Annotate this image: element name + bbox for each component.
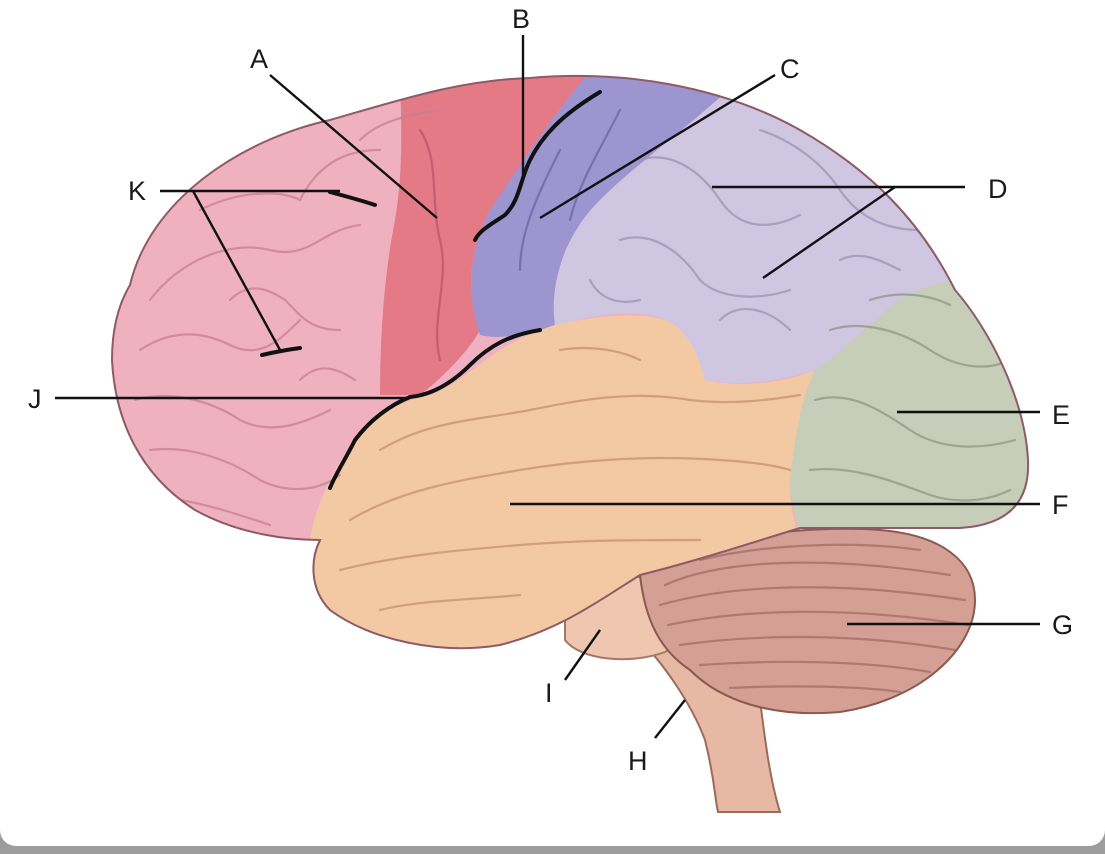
- leader-h: [654, 699, 686, 739]
- label-k: K: [128, 176, 146, 206]
- occipital-gyri: [808, 293, 1017, 502]
- leader-d2: [762, 186, 896, 279]
- cerebrum-outline: [110, 74, 1030, 650]
- label-i: I: [545, 678, 553, 708]
- leader-k2: [191, 190, 282, 351]
- leader-lines: [55, 35, 1040, 739]
- label-f: F: [1052, 490, 1069, 520]
- label-g: G: [1052, 610, 1073, 640]
- lateral-sulcus: [328, 328, 542, 490]
- leader-c: [539, 73, 776, 220]
- frontal-gyri: [133, 108, 442, 527]
- label-a: A: [250, 44, 268, 74]
- label-j: J: [28, 384, 42, 414]
- precentral-gyri: [418, 108, 622, 362]
- label-c: C: [780, 54, 800, 84]
- premotor-cortex: [380, 75, 640, 395]
- central-sulcus: [473, 90, 602, 242]
- cerebellum-folia: [658, 543, 970, 694]
- frontal-sulcus-inferior: [260, 346, 302, 357]
- temporal-gyri: [338, 346, 802, 612]
- label-d: D: [988, 174, 1008, 204]
- frontal-sulcus-superior: [328, 190, 377, 207]
- motor-cortex: [471, 75, 760, 337]
- label-e: E: [1052, 400, 1070, 430]
- parietal-gyri: [588, 128, 922, 332]
- leader-i: [564, 629, 601, 681]
- label-b: B: [512, 4, 530, 34]
- label-h: H: [628, 746, 648, 776]
- leader-a: [269, 74, 438, 219]
- labels: A B C D E F G H I J K: [28, 4, 1073, 776]
